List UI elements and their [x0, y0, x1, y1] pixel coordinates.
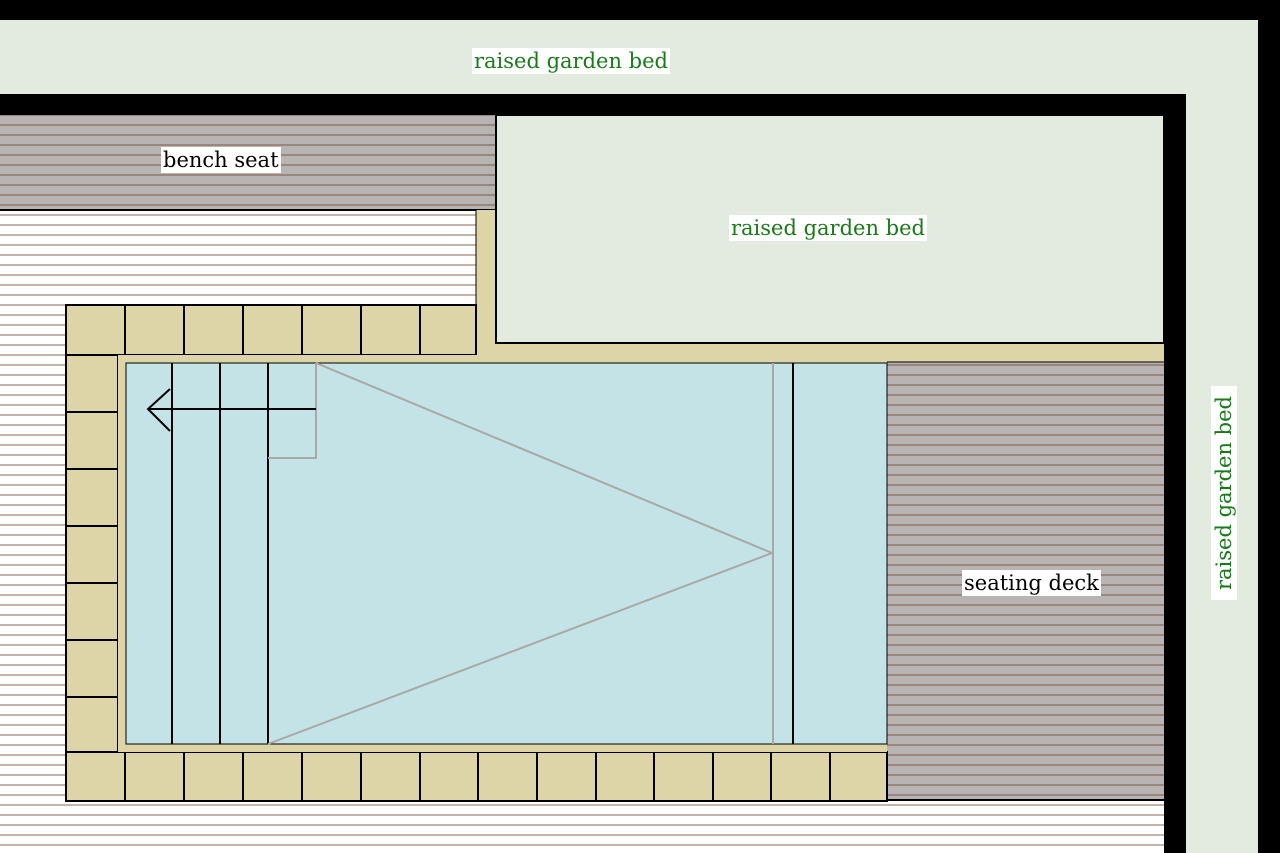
bench-seat-label: bench seat	[161, 147, 281, 173]
arrow-left-icon	[146, 388, 316, 432]
garden-bed-right-label: raised garden bed	[1211, 386, 1237, 600]
garden-bed-top-label: raised garden bed	[472, 48, 670, 74]
paver-coping	[65, 304, 888, 802]
garden-bed-inner-label: raised garden bed	[729, 215, 927, 241]
pool-water	[125, 362, 888, 745]
seating-deck-label: seating deck	[962, 570, 1101, 596]
pool-steps	[171, 363, 794, 744]
pool-slope-outline	[267, 362, 774, 745]
